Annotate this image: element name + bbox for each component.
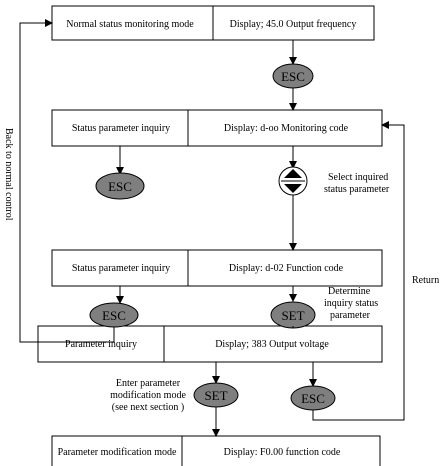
param-modification-label: Parameter modification mode <box>58 447 177 458</box>
esc-button-1: ESC <box>272 63 314 89</box>
svg-text:status parameter: status parameter <box>324 184 390 195</box>
return-path <box>312 121 405 421</box>
parameter-inquiry-box: Parameter inquiry Display; 383 Output vo… <box>37 325 383 363</box>
esc-button-4: ESC <box>290 385 336 411</box>
parameter-inquiry-label: Parameter inquiry <box>65 339 137 350</box>
svg-text:ESC: ESC <box>108 179 132 194</box>
status-inquiry-box-2: Status parameter inquiry Display: d-02 F… <box>51 249 383 287</box>
set-button-2: SET <box>193 382 239 408</box>
esc-button-3: ESC <box>89 302 139 328</box>
svg-text:ESC: ESC <box>301 391 325 406</box>
svg-text:(see next section ): (see next section ) <box>112 402 184 413</box>
svg-text:SET: SET <box>281 308 304 323</box>
svg-text:SET: SET <box>204 388 227 403</box>
normal-mode-label: Normal status monitoring mode <box>66 19 194 30</box>
determine-status-annotation: Determine <box>328 286 371 297</box>
normal-mode-display: Display; 45.0 Output frequency <box>230 19 357 30</box>
up-down-selector-icon <box>278 166 308 196</box>
parameter-inquiry-display: Display; 383 Output voltage <box>215 339 329 350</box>
status-inquiry-1-label: Status parameter inquiry <box>72 123 170 134</box>
normal-mode-box: Normal status monitoring mode Display; 4… <box>51 5 375 41</box>
status-inquiry-box-1: Status parameter inquiry Display: d-oo M… <box>51 109 383 147</box>
status-inquiry-2-display: Display: d-02 Function code <box>229 263 344 274</box>
svg-text:modification mode: modification mode <box>110 390 186 401</box>
svg-text:ESC: ESC <box>281 69 305 84</box>
esc-button-2: ESC <box>95 172 145 200</box>
status-inquiry-1-display: Display: d-oo Monitoring code <box>224 123 349 134</box>
param-modification-display: Display: F0.00 function code <box>224 447 341 458</box>
back-to-normal-path <box>19 19 115 343</box>
status-inquiry-2-label: Status parameter inquiry <box>72 263 170 274</box>
set-button-1: SET <box>270 301 316 329</box>
svg-text:ESC: ESC <box>102 308 126 323</box>
param-modification-box: Parameter modification mode Display: F0.… <box>51 435 381 466</box>
enter-param-annotation: Enter parameter <box>116 378 181 389</box>
return-label: Return <box>412 275 439 286</box>
svg-text:inquiry status: inquiry status <box>324 298 378 309</box>
svg-text:parameter: parameter <box>330 310 371 321</box>
back-to-normal-label: Back to normal control <box>3 128 14 221</box>
select-status-annotation: Select inquired <box>328 172 388 183</box>
